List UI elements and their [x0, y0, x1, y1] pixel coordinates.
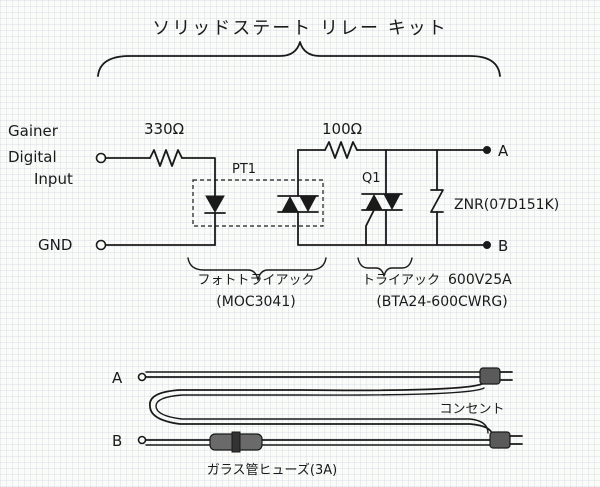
title-brace — [97, 41, 501, 77]
triac-rating-label: 600V25A — [448, 272, 512, 288]
plug-a-body — [479, 367, 501, 385]
terminal-a-label: A — [498, 142, 509, 160]
q1-label: Q1 — [362, 171, 381, 186]
plug-a-pins — [499, 371, 513, 381]
resistor-100-label: 100Ω — [322, 120, 362, 138]
terminal-a-dot[interactable] — [483, 146, 491, 154]
title: ソリッドステート リレー キット — [152, 18, 447, 39]
cord-a-label: A — [112, 369, 123, 387]
fuse-label: ガラス管ヒューズ(3A) — [207, 462, 337, 478]
resistor-330-label: 330Ω — [144, 120, 184, 138]
plug-b-pins — [509, 435, 523, 445]
triac-gate — [365, 209, 375, 246]
phototriac-package — [192, 179, 324, 227]
input-terminal[interactable] — [95, 152, 107, 164]
phototriac-label: フォトトライアック — [197, 273, 314, 288]
cord-loop — [149, 382, 493, 436]
triac-label: トライアック — [362, 273, 440, 288]
resistor-100-symbol — [324, 141, 358, 159]
znr-symbol — [430, 189, 444, 213]
input-label: Input — [34, 170, 73, 188]
cord-b-label: B — [112, 432, 122, 450]
led-symbol — [205, 195, 225, 214]
cord-a-terminal[interactable] — [137, 372, 147, 382]
terminal-b-dot[interactable] — [483, 241, 491, 249]
resistor-330-symbol — [149, 149, 183, 167]
phototriac-triangle-2 — [299, 195, 317, 213]
phototriac-part-label: (MOC3041) — [216, 294, 295, 310]
outlet-label: コンセント — [439, 402, 504, 417]
triac-part-label: (BTA24-600CWRG) — [376, 294, 507, 310]
cord-loop-inner — [155, 387, 489, 434]
znr-label: ZNR(07D151K) — [454, 197, 559, 213]
gnd-terminal[interactable] — [95, 239, 107, 251]
triac-triangle-1 — [365, 193, 383, 211]
pt1-label: PT1 — [232, 162, 256, 177]
cord-b-terminal[interactable] — [137, 435, 147, 445]
triac-brace — [357, 257, 413, 277]
phototriac-wire-bottom — [297, 211, 363, 246]
terminal-b-label: B — [498, 237, 508, 255]
gnd-label: GND — [38, 236, 72, 254]
fuse-band — [231, 431, 241, 453]
phototriac-triangle-1 — [281, 195, 299, 213]
phototriac-brace — [187, 257, 327, 281]
digital-label: Digital — [8, 148, 57, 166]
gainer-label: Gainer — [8, 122, 59, 140]
input-wire-2 — [181, 157, 216, 197]
plug-b-body — [489, 431, 511, 449]
triac-triangle-2 — [383, 193, 401, 211]
